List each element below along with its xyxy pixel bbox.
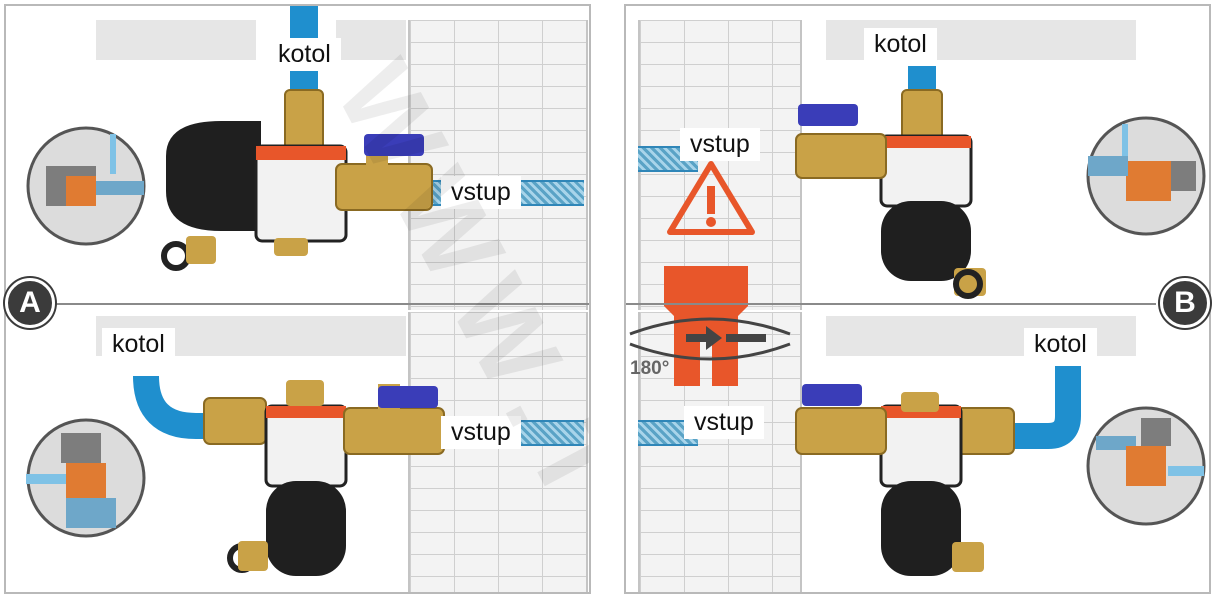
brass-coupling [203, 397, 267, 445]
arrow-right-icon [706, 326, 722, 350]
cutaway-inset-bottom [1086, 406, 1206, 526]
brass-valve [795, 133, 887, 179]
warning-icon [667, 161, 755, 235]
label-vstup: vstup [684, 406, 764, 439]
brass-coupling [901, 89, 943, 141]
badge-a: A [5, 278, 55, 328]
filter-body [166, 121, 261, 231]
cutaway-inset-top [1086, 116, 1206, 236]
brass-valve [343, 407, 445, 455]
label-kotol: kotol [102, 328, 175, 361]
panel-a: kotol vstup kotol vstup WWW.T [4, 4, 591, 594]
valve-handle [798, 104, 858, 126]
brass-coupling [955, 407, 1015, 455]
label-kotol: kotol [1024, 328, 1097, 361]
divider-line [46, 303, 589, 305]
filter-bottom-b [795, 366, 1081, 576]
valve-handle [802, 384, 862, 406]
label-vstup: vstup [441, 416, 521, 449]
rotation-label: 180° [630, 358, 670, 379]
cutaway-inset-bottom [26, 418, 146, 538]
label-kotol: kotol [268, 38, 341, 71]
filter-body [881, 201, 971, 281]
cutaway-inset-top [26, 126, 146, 246]
top-grey-bar [96, 20, 256, 60]
brass-valve [795, 407, 887, 455]
valve-handle [364, 134, 424, 156]
filter-body [881, 481, 961, 576]
label-vstup: vstup [441, 176, 521, 209]
panel-b: 180° kotol vstup [624, 4, 1211, 594]
filter-top-a [161, 6, 433, 271]
rotation-part-icon [629, 266, 791, 386]
label-vstup: vstup [680, 128, 760, 161]
divider-line [626, 303, 1156, 305]
valve-handle [378, 386, 438, 408]
filter-bottom-a [133, 375, 445, 576]
badge-b: B [1160, 278, 1210, 328]
top-grey-bar-right [336, 20, 406, 60]
label-kotol: kotol [864, 28, 937, 61]
filter-label-plate [254, 144, 348, 243]
filter-body [266, 481, 346, 576]
filter-top-b [795, 66, 986, 299]
